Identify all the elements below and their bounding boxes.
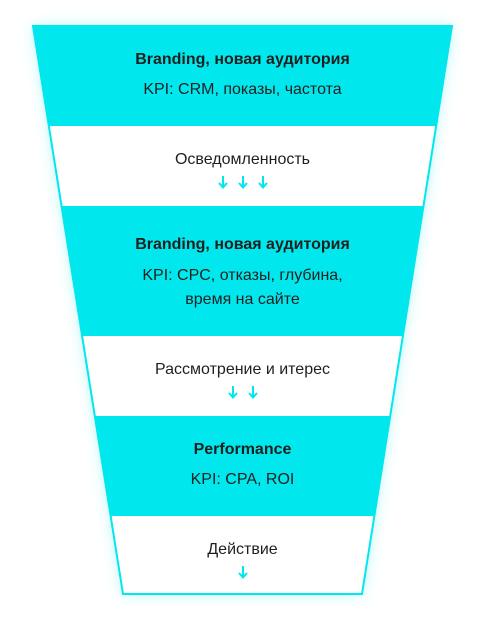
stage-3-kpi-line-2: время на сайте: [185, 291, 300, 308]
stage-5-kpi: KPI: CPA, ROI: [190, 471, 295, 488]
down-arrow-icon: [227, 385, 238, 400]
action-arrows: [0, 565, 485, 580]
stage-3-kpi-line-1: KPI: CPC, отказы, глубина,: [142, 267, 343, 284]
stage-3-title: Branding, новая аудитория: [135, 236, 350, 253]
band-consideration: [33, 336, 452, 416]
stage-4-label: Рассмотрение и итерес: [155, 361, 330, 378]
down-arrow-icon: [247, 385, 258, 400]
consideration-arrows: [0, 385, 485, 400]
stage-5-title: Performance: [193, 441, 292, 458]
down-arrow-icon: [217, 175, 228, 190]
band-top: [33, 26, 452, 126]
band-middle: [33, 206, 452, 336]
stage-6-label: Действие: [207, 541, 278, 558]
down-arrow-icon: [237, 175, 248, 190]
funnel-outline: [31, 25, 454, 595]
stage-1-title: Branding, новая аудитория: [135, 51, 350, 68]
stage-2-label: Осведомленность: [174, 151, 310, 168]
awareness-arrows: [0, 175, 485, 190]
band-performance: [33, 416, 452, 516]
band-awareness: [33, 126, 452, 206]
down-arrow-icon: [237, 565, 248, 580]
stage-1-kpi: KPI: CRM, показы, частота: [143, 81, 342, 98]
down-arrow-icon: [257, 175, 268, 190]
